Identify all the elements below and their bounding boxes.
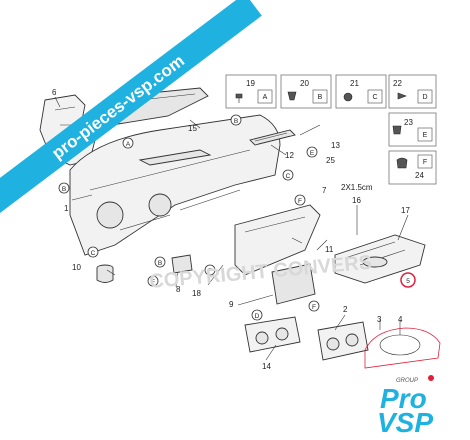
svg-text:D: D	[255, 313, 260, 320]
svg-text:VSP: VSP	[377, 407, 433, 438]
provsp-logo: GROUP Pro VSP	[377, 375, 434, 438]
callout-14: 14	[262, 362, 271, 371]
ref-a: A	[122, 137, 134, 149]
svg-text:D: D	[422, 94, 427, 101]
svg-text:21: 21	[350, 79, 359, 88]
ref-b3: B	[154, 256, 166, 268]
svg-text:C: C	[91, 250, 96, 257]
fastener-box-23: 23 E	[388, 112, 437, 147]
callout-15: 15	[188, 124, 197, 133]
car-silhouette	[364, 327, 441, 369]
svg-text:19: 19	[246, 79, 255, 88]
svg-text:GROUP: GROUP	[396, 378, 418, 384]
callout-9: 9	[229, 300, 234, 309]
callout-17: 17	[401, 206, 410, 215]
callout-25: 25	[326, 156, 335, 165]
part-8-bracket	[171, 254, 193, 274]
part-1-dashboard	[69, 114, 281, 256]
svg-text:24: 24	[415, 171, 424, 180]
fastener-box-24: 24 F	[388, 150, 437, 185]
callout-numbers: 6 15 1 10 8 18 9 11 7 12 13 25 2X1.5cm 1…	[52, 88, 410, 371]
part-5-tray	[334, 234, 426, 284]
svg-text:F: F	[151, 279, 155, 286]
ref-c2: C	[87, 246, 99, 258]
part-7-knee-panel	[234, 204, 321, 276]
fastener-box-19: 19 A	[225, 74, 277, 109]
callout-13: 13	[331, 141, 340, 150]
callout-12: 12	[285, 151, 294, 160]
part-9-glovebox	[271, 263, 316, 305]
svg-text:A: A	[263, 94, 268, 101]
ref-f: F	[294, 194, 306, 206]
leader-lines	[54, 96, 409, 361]
svg-text:22: 22	[393, 79, 402, 88]
svg-text:F: F	[208, 268, 212, 275]
circle-refs: A B B C C E F F F B D F	[58, 114, 320, 321]
svg-text:B: B	[234, 118, 238, 125]
svg-text:E: E	[423, 132, 428, 139]
svg-text:20: 20	[300, 79, 309, 88]
svg-text:B: B	[158, 260, 162, 267]
fastener-box-22: 22 D	[388, 74, 437, 109]
svg-text:23: 23	[404, 118, 413, 127]
callout-7: 7	[322, 186, 327, 195]
callout-10: 10	[72, 263, 81, 272]
svg-text:B: B	[62, 186, 66, 193]
svg-text:C: C	[372, 94, 377, 101]
part-10-cup	[96, 264, 114, 283]
callout-11: 11	[325, 245, 334, 254]
ref-f4: F	[308, 300, 320, 312]
callout-8: 8	[176, 285, 181, 294]
ref-c: C	[282, 169, 294, 181]
callout-3: 3	[377, 315, 382, 324]
svg-text:E: E	[310, 150, 315, 157]
fastener-box-21: 21 C	[335, 74, 387, 109]
ref-b2: B	[58, 182, 70, 194]
svg-text:C: C	[286, 173, 291, 180]
ref-e: E	[306, 146, 318, 158]
callout-1: 1	[64, 204, 69, 213]
part-2-cluster-bezel	[317, 321, 369, 361]
ref-b: B	[230, 114, 242, 126]
svg-text:5: 5	[406, 278, 410, 285]
callout-18: 18	[192, 289, 201, 298]
ref-f2: F	[147, 275, 159, 287]
svg-text:F: F	[312, 304, 316, 311]
fastener-box-20: 20 B	[280, 74, 332, 109]
svg-text:F: F	[298, 198, 302, 205]
svg-text:F: F	[423, 159, 427, 166]
part-14-cluster	[244, 316, 301, 353]
callout-4: 4	[398, 315, 403, 324]
callout-16: 16	[352, 196, 361, 205]
ref-f3: F	[204, 264, 216, 276]
svg-text:B: B	[318, 94, 323, 101]
callout-6: 6	[52, 88, 57, 97]
part-12-vent	[249, 129, 296, 146]
ref-d: D	[251, 309, 263, 321]
spec-label: 2X1.5cm	[341, 183, 373, 192]
svg-text:A: A	[126, 141, 131, 148]
svg-text:Pro: Pro	[380, 383, 427, 414]
callout-2: 2	[343, 305, 348, 314]
highlight-marker-5: 5	[400, 272, 416, 288]
